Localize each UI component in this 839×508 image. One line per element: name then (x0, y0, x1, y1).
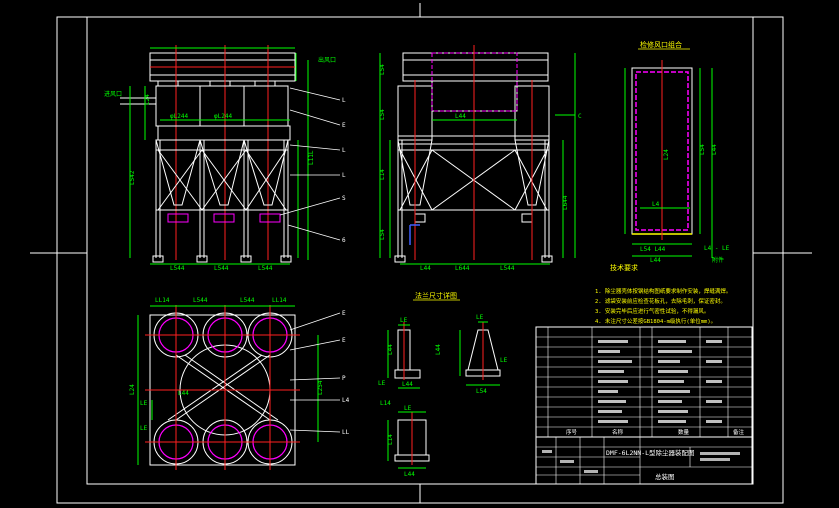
front-height-dim-3: L24 (144, 94, 151, 105)
side-height-dim-3: L14 (379, 169, 386, 180)
technical-notes: 技术要求 1. 除尘器壳体按钢结构图纸要求制作安装，焊缝满焊。 2. 滤袋安装前… (595, 263, 731, 325)
plan-top-dim-3: L544 (240, 297, 255, 304)
plan-side-dim-1: L24 (129, 384, 136, 395)
front-height-dim: L542 (129, 170, 136, 185)
front-bottom-dim-1: L544 (170, 265, 185, 272)
callout-8: E (342, 337, 346, 344)
side-bottom-dim-2: L544 (500, 265, 515, 272)
vent-note: 附件 (712, 256, 724, 264)
side-bottom-dim-3: L44 (420, 265, 431, 272)
tech-notes-title: 技术要求 (610, 263, 638, 272)
flange-dim-6: LE (476, 314, 484, 321)
flange-dim-2: L44 (387, 344, 394, 355)
plan-side-dim-2: LE (140, 400, 148, 407)
plan-center-mark: L44 (178, 390, 189, 397)
callout-6: 6 (342, 237, 346, 244)
tech-note-3: 3. 安装完毕后应进行气密性试验，不得漏风。 (595, 307, 709, 315)
callout-9: P (342, 375, 346, 382)
parts-header-name: 名称 (612, 428, 624, 436)
parts-header-qty: 数量 (678, 428, 690, 436)
front-bottom-dim-3: L544 (258, 265, 273, 272)
flange-dim-9: L14 (387, 434, 394, 445)
inlet-label: 进风口 (104, 90, 122, 98)
vent-detail-title: 检修风口组合 (640, 40, 682, 49)
flange-dim-10: L44 (404, 471, 415, 478)
callout-10: L4 (342, 397, 350, 404)
flange-dim-8: LE (500, 357, 508, 364)
side-height-dim-5: L644 (562, 195, 569, 210)
flange-dim-12: L14 (380, 400, 391, 407)
callout-7: E (342, 310, 346, 317)
vent-dim-2: L44 (711, 144, 718, 155)
vent-dim-3: L24 (663, 149, 670, 160)
drawing-number: 总装图 (655, 472, 675, 481)
plan-top-dim-4: LL14 (272, 297, 287, 304)
plan-side-dim-3: LE (140, 425, 148, 432)
front-bottom-dim-2: L544 (214, 265, 229, 272)
parts-header-seq: 序号 (566, 428, 578, 436)
front-pitch-dim-2: φL244 (214, 113, 232, 120)
flange-detail-title: 法兰尺寸详图 (415, 291, 457, 300)
front-height-dim-2: L11L (308, 150, 315, 165)
vent-detail: 检修风口组合 L54 L44 L24 L4 L54 L44 L4 - LE L4… (624, 40, 730, 264)
side-height-dim-1: L54 (379, 64, 386, 75)
side-height-dim-4: L54 (379, 229, 386, 240)
vent-dim-6: L4 - LE (704, 245, 730, 252)
drawing-title: DMF-6L2NN-L型除尘器装配图 (606, 448, 695, 457)
outlet-label: 出风口 (318, 56, 336, 64)
flange-dim-7: L54 (476, 388, 487, 395)
flange-dim-3: LE (378, 380, 386, 387)
flange-dim-1: LE (400, 317, 408, 324)
side-bottom-dim-1: L644 (455, 265, 470, 272)
flange-dim-4: L44 (402, 381, 413, 388)
tech-note-1: 1. 除尘器壳体按钢结构图纸要求制作安装，焊缝满焊。 (595, 287, 731, 295)
title-block: DMF-6L2NN-L型除尘器装配图 总装图 (535, 436, 753, 485)
front-pitch-dim-1: φL244 (170, 113, 188, 120)
side-flow-label: C (578, 113, 582, 120)
tech-note-4: 4. 未注尺寸公差按GB1804-m级执行(单位mm)。 (595, 317, 716, 325)
parts-header-note: 备注 (733, 428, 745, 436)
callout-5: S (342, 195, 346, 202)
side-height-dim-2: L54 (379, 109, 386, 120)
callout-4: L (342, 172, 346, 179)
vent-dim-1: L54 (699, 144, 706, 155)
front-view: 进风口 出风口 L544 L544 L544 φL244 φL244 L542 … (104, 45, 346, 272)
tech-note-2: 2. 滤袋安装前应检查花板孔，去除毛刺，保证密封。 (595, 297, 726, 305)
flange-dim-11: LE (404, 405, 412, 412)
plan-top-dim-2: L544 (193, 297, 208, 304)
callout-3: L (342, 147, 346, 154)
vent-dim-7: L44 (650, 257, 661, 264)
parts-list: 序号 名称 数量 备注 (535, 326, 753, 438)
flange-dim-5: L44 (435, 344, 442, 355)
side-top-dim-1: L44 (455, 113, 466, 120)
plan-top-dim-1: LL14 (155, 297, 170, 304)
drawing-frame (30, 3, 812, 504)
callout-2: E (342, 122, 346, 129)
callout-1: L (342, 97, 346, 104)
flange-detail: 法兰尺寸详图 LE L44 LE (378, 291, 508, 478)
vent-dim-5: L54 L44 (640, 246, 666, 253)
vent-dim-4: L4 (652, 201, 660, 208)
top-plan-view: LL14 L544 L544 LL14 L24 LE LE L254 L44 E… (129, 297, 350, 470)
plan-side-dim-4: L254 (317, 380, 324, 395)
callout-11: LL (342, 429, 350, 436)
side-view: L54 L54 L14 L54 L644 L44 L644 L544 L44 C (379, 45, 582, 272)
